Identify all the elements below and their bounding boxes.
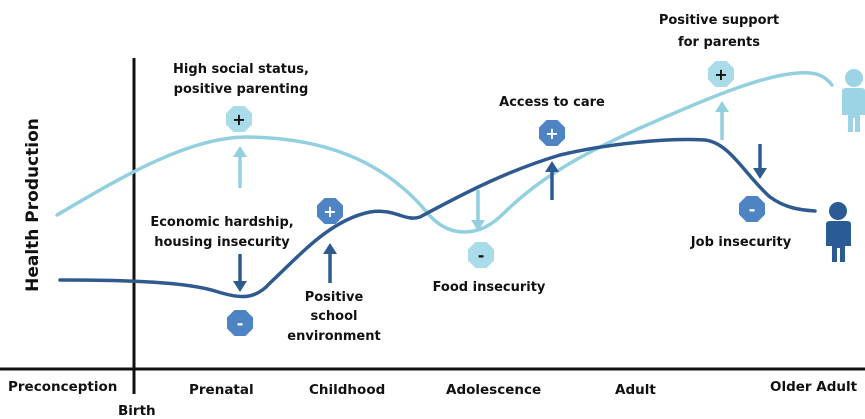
- minus-octagon-icon: -: [468, 242, 494, 268]
- person-icon: [842, 69, 865, 132]
- minus-octagon-icon: -: [739, 196, 765, 222]
- svg-text:-: -: [478, 246, 485, 265]
- down-arrow-icon: [753, 144, 767, 179]
- label-positive: Positive: [305, 290, 364, 305]
- label-access-to-care: Access to care: [499, 95, 605, 110]
- x-label-adolescence: Adolescence: [446, 382, 541, 398]
- svg-text:-: -: [237, 314, 244, 333]
- label-housing-insecurity: housing insecurity: [154, 235, 290, 250]
- label-positive-parenting: positive parenting: [174, 82, 309, 97]
- advantaged-trajectory-curve: [55, 71, 834, 234]
- disadvantaged-trajectory-curve: [58, 137, 817, 299]
- label-environment: environment: [287, 329, 380, 344]
- label-positive-support: Positive support: [659, 13, 779, 28]
- down-arrow-icon: [471, 190, 485, 231]
- x-label-birth: Birth: [118, 403, 156, 419]
- down-arrow-icon: [233, 254, 247, 292]
- svg-text:+: +: [323, 202, 336, 221]
- plus-octagon-icon: +: [539, 120, 565, 146]
- svg-text:+: +: [545, 124, 558, 143]
- x-label-prenatal: Prenatal: [189, 382, 254, 398]
- plus-octagon-icon: +: [226, 106, 252, 132]
- x-label-older-adult: Older Adult: [770, 379, 858, 395]
- x-label-childhood: Childhood: [309, 382, 385, 398]
- svg-text:+: +: [714, 65, 727, 84]
- label-economic-hardship: Economic hardship,: [150, 215, 293, 230]
- up-arrow-icon: [233, 146, 247, 188]
- up-arrow-icon: [323, 243, 337, 283]
- up-arrow-icon: [715, 101, 729, 140]
- x-label-adult: Adult: [615, 382, 656, 398]
- label-food-insecurity: Food insecurity: [433, 280, 546, 295]
- label-high-social-status: High social status,: [173, 62, 309, 77]
- svg-text:+: +: [232, 110, 245, 129]
- label-job-insecurity: Job insecurity: [690, 235, 792, 250]
- svg-text:-: -: [749, 200, 756, 219]
- label-school: school: [310, 309, 357, 324]
- plus-octagon-icon: +: [708, 61, 734, 87]
- plus-octagon-icon: +: [317, 198, 343, 224]
- up-arrow-icon: [545, 161, 559, 200]
- y-axis-label: Health Production: [23, 118, 43, 292]
- x-label-preconception: Preconception: [8, 379, 117, 395]
- minus-octagon-icon: -: [227, 310, 253, 336]
- person-icon: [826, 202, 851, 262]
- label-for-parents: for parents: [678, 35, 760, 50]
